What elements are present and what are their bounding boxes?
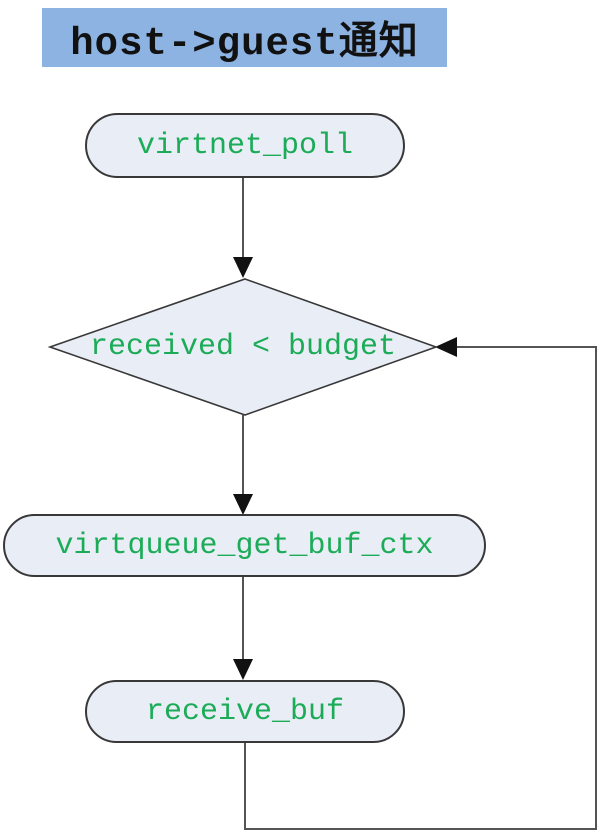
diagram-title: host->guest通知 — [42, 8, 447, 67]
decision-diamond-shape — [47, 278, 439, 416]
arrowhead-into-decision-icon — [233, 257, 253, 278]
node-virtqueue-get-buf-ctx-label: virtqueue_get_buf_ctx — [55, 528, 434, 563]
loop-back-connector — [244, 346, 597, 830]
node-received-budget-label: received < budget — [50, 320, 436, 374]
decision-label-text: received < budget — [89, 330, 397, 364]
arrowhead-into-receive-icon — [233, 659, 253, 680]
node-virtnet-poll-label: virtnet_poll — [136, 128, 354, 163]
arrowhead-into-getbuf-icon — [233, 494, 253, 515]
node-receive-buf-label: receive_buf — [145, 694, 345, 729]
node-receive-buf: receive_buf — [85, 680, 405, 743]
loop-back-arrowhead-icon — [435, 337, 457, 357]
node-virtqueue-get-buf-ctx: virtqueue_get_buf_ctx — [3, 514, 486, 577]
node-virtnet-poll: virtnet_poll — [85, 113, 405, 178]
